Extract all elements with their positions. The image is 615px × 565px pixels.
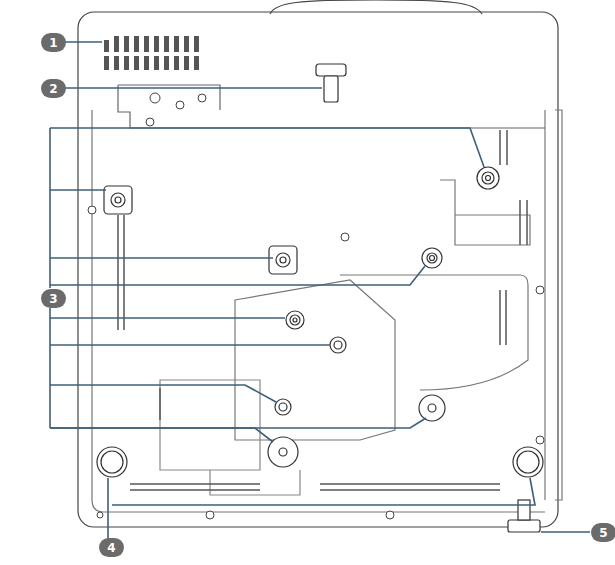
callout-number: 1 (41, 33, 66, 52)
callout-number: 3 (41, 289, 66, 308)
callout-number: 5 (591, 523, 615, 542)
callout-number: 4 (99, 538, 124, 557)
callout-number: 2 (41, 79, 66, 98)
